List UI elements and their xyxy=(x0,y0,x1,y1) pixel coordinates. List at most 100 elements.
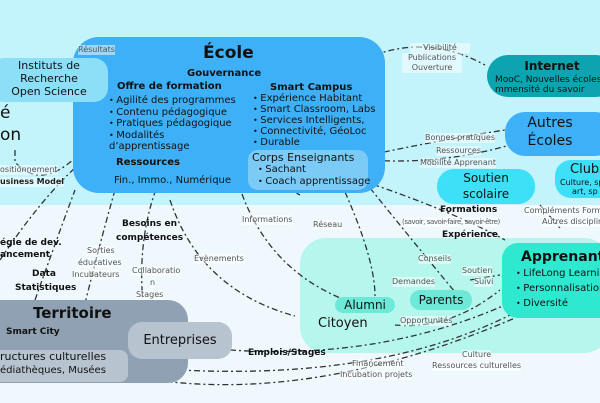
parents-pill[interactable]: Parents xyxy=(410,290,472,310)
label-culture: Culture xyxy=(462,350,492,360)
structures-line: édiathèques, Musées xyxy=(0,365,106,376)
label-bonnes: Bonnes pratiques xyxy=(425,133,496,143)
clubs-line: Culture, sport, xyxy=(560,178,600,187)
alumni-label: Alumni xyxy=(344,298,386,312)
label-formations-sub: (savoir, savoir-faire, savoir-être) xyxy=(402,217,500,227)
smart-item: Durable xyxy=(253,137,376,148)
corps-item: Sachant xyxy=(258,164,364,176)
label-ouverture: Ouverture xyxy=(402,63,462,73)
internet-box[interactable]: Internet MooC, Nouvelles écoles mmensité… xyxy=(487,55,600,97)
label-besoins-1: Besoins en xyxy=(122,219,177,229)
arrow-position xyxy=(14,150,76,176)
instituts-box: Instituts de Recherche Open Science xyxy=(0,58,108,102)
instituts-line: Open Science xyxy=(11,85,87,98)
label-formations: Formations xyxy=(440,205,498,215)
corps-enseignants-box[interactable]: Corps Enseignants Sachant Coach apprenti… xyxy=(248,150,370,190)
label-incubation: Incubation projets xyxy=(340,370,413,380)
arrow-informations xyxy=(241,193,346,301)
internet-line: MooC, Nouvelles écoles xyxy=(495,75,600,85)
label-opportunites: Opportunités xyxy=(400,316,453,326)
structures-line: ructures culturelles xyxy=(0,350,107,363)
label-financement: Financement xyxy=(352,359,404,369)
label-emplois: Emplois/Stages xyxy=(248,348,326,358)
label-demandes: Demandes xyxy=(392,277,436,287)
soutien-line: scolaire xyxy=(462,187,510,201)
internet-line: mmensité du savoir xyxy=(495,85,585,95)
instituts-line: Instituts de xyxy=(18,59,80,72)
clubs-title: Clubs xyxy=(570,162,600,177)
label-evenements: Évènements xyxy=(194,254,244,264)
territoire-title: Territoire xyxy=(33,304,112,322)
label-informations: Informations xyxy=(242,215,293,225)
ecole-title: École xyxy=(203,43,254,63)
ressources-title: Ressources xyxy=(116,157,180,168)
label-strategie-1: égie de dev. xyxy=(0,238,62,248)
label-mobilite: Mobilité Apprenant xyxy=(420,158,496,168)
entreprises-box[interactable]: Entreprises xyxy=(128,322,232,359)
entreprises-label: Entreprises xyxy=(143,333,217,348)
apprenant-item: Personnalisation xyxy=(516,281,600,296)
clubs-line: art, sp xyxy=(572,187,598,196)
smart-city: Smart City xyxy=(6,327,60,337)
autres-ecoles-box[interactable]: Autres Écoles xyxy=(505,112,600,156)
ressources-text: Fin., Immo., Numérique xyxy=(114,175,232,186)
label-besoins-2: compétences xyxy=(116,233,184,243)
corps-title: Corps Enseignants xyxy=(252,151,355,164)
label-collaboration-2: n xyxy=(150,278,156,288)
label-ressources: Ressources xyxy=(436,146,482,156)
arrow-reseau xyxy=(344,191,376,297)
left-partial-l2: on xyxy=(0,125,22,145)
internet-title: Internet xyxy=(524,59,580,73)
apprenant-item: Diversité xyxy=(516,296,600,311)
arrow-culture xyxy=(124,317,516,386)
smart-item: Expérience Habitant xyxy=(253,93,376,104)
smart-item: Services Intelligents, xyxy=(253,115,376,126)
arrow-visibilite xyxy=(374,46,486,66)
apprenant-title: Apprenant xyxy=(521,249,600,265)
autres-line: Écoles xyxy=(527,133,573,149)
label-educatives: éducatives xyxy=(78,258,122,268)
arrow-opport xyxy=(394,289,501,327)
label-stages: Stages xyxy=(136,290,164,300)
soutien-line: Soutien xyxy=(463,171,509,185)
offre-item: Contenu pédagogique xyxy=(109,107,227,119)
label-ressources-culturelles: Ressources culturelles xyxy=(432,361,522,371)
offre-item-text: Modalités d’apprentissage xyxy=(109,129,190,153)
clubs-box[interactable]: Clubs Culture, sport, art, sp xyxy=(555,160,600,198)
autres-line: Autres xyxy=(527,115,573,131)
offre-title: Offre de formation xyxy=(117,81,222,92)
arrow-data xyxy=(34,189,76,301)
label-autres-disciplines: Autres disciplines xyxy=(542,217,600,227)
arrow-strategie xyxy=(0,164,79,261)
label-visibilite: Visibilité xyxy=(410,43,470,53)
label-incubateurs: Incubateurs xyxy=(72,270,120,280)
arrow-emplois xyxy=(229,304,506,353)
left-partial-text: é on xyxy=(0,102,21,146)
structures-box: ructures culturelles édiathèques, Musées xyxy=(0,350,128,382)
label-strategie-2: ancement xyxy=(0,250,51,260)
label-publications: Publications xyxy=(402,53,462,63)
left-partial-l1: é xyxy=(0,103,11,123)
label-experience: Expérience xyxy=(442,230,498,240)
ecole-box[interactable]: École Gouvernance Offre de formation Agi… xyxy=(73,37,385,193)
parents-label: Parents xyxy=(418,293,464,307)
label-suivi: Suivi xyxy=(474,277,494,287)
instituts-line: Recherche xyxy=(20,72,78,85)
offre-item: Modalités d’apprentissage xyxy=(109,130,199,153)
label-collaboration: Collaboratio xyxy=(132,266,181,276)
arrow-formations xyxy=(359,179,506,241)
soutien-scolaire-box[interactable]: Soutien scolaire xyxy=(437,169,535,204)
apprenant-box[interactable]: Apprenant LifeLong Learning Personnalisa… xyxy=(502,243,600,318)
smart-campus-title: Smart Campus xyxy=(270,82,353,93)
arrow-parents xyxy=(369,187,456,293)
alumni-pill[interactable]: Alumni xyxy=(335,297,395,313)
label-conseils: Conseils xyxy=(418,254,452,264)
label-soutien: Soutien xyxy=(462,266,493,276)
offre-item: Pratiques pédagogique xyxy=(109,118,231,130)
arrow-evenements xyxy=(169,199,296,317)
label-reseau: Réseau xyxy=(313,220,343,230)
citoyen-label: Citoyen xyxy=(318,316,368,331)
label-statistiques: Statistiques xyxy=(15,283,77,293)
smart-item: Connectivité, GéoLoc xyxy=(253,126,376,137)
label-resultats: Résultats xyxy=(78,45,115,55)
